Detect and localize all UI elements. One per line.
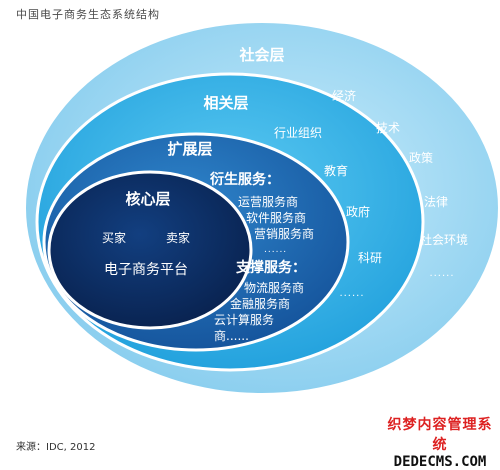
support-item-cloud-cont: 商......	[214, 328, 249, 343]
core-buyer: 买家	[102, 230, 126, 245]
support-item-cloud: 云计算服务	[214, 312, 274, 327]
related-layer-label: 相关层	[203, 94, 248, 112]
support-item-finance: 金融服务商	[230, 296, 290, 311]
social-item-environment: 社会环境	[420, 232, 468, 247]
social-item-economy: 经济	[332, 88, 356, 103]
core-platform: 电子商务平台	[104, 262, 188, 278]
support-services-heading: 支撑服务：	[235, 259, 306, 276]
watermark: 织梦内容管理系统 DEDECMS.COM	[385, 414, 495, 470]
derivative-more: ......	[264, 245, 287, 255]
social-item-policy: 政策	[409, 151, 433, 165]
related-more: ......	[339, 288, 364, 299]
social-item-law: 法律	[424, 195, 448, 209]
core-layer-ellipse	[47, 170, 253, 330]
core-layer-label: 核心层	[125, 190, 170, 208]
ecosystem-diagram: 社会层 经济 技术 政策 法律 社会环境 ...... 相关层 行业组织 教育 …	[26, 23, 498, 393]
derivative-item-operations: 运营服务商	[238, 194, 298, 209]
related-item-education: 教育	[324, 163, 348, 178]
social-more: ......	[429, 268, 454, 279]
watermark-line2: DEDECMS.COM	[393, 454, 487, 470]
derivative-item-marketing: 营销服务商	[254, 226, 314, 241]
derivative-services-heading: 衍生服务：	[209, 171, 280, 188]
watermark-line1: 织梦内容管理系统	[387, 417, 493, 453]
derivative-item-software: 软件服务商	[246, 210, 306, 225]
extended-layer-label: 扩展层	[167, 140, 212, 158]
social-item-technology: 技术	[376, 121, 400, 135]
core-seller: 卖家	[166, 230, 190, 245]
related-item-research: 科研	[358, 251, 382, 265]
page-title: 中国电子商务生态系统结构	[16, 8, 160, 21]
related-item-industry-org: 行业组织	[274, 126, 322, 140]
support-item-logistics: 物流服务商	[244, 280, 304, 295]
source-caption: 来源：IDC, 2012	[16, 442, 96, 453]
social-layer-label: 社会层	[238, 46, 284, 64]
related-item-government: 政府	[346, 204, 370, 219]
